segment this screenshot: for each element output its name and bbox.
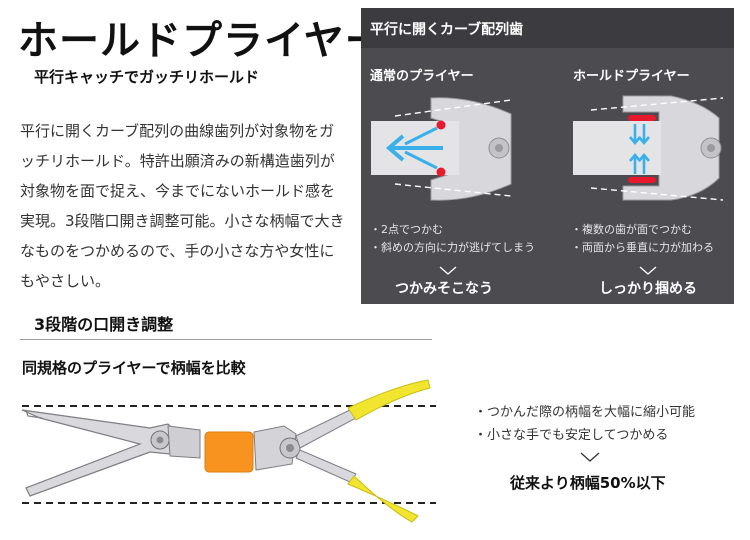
note-line: ・斜めの方向に力が逃げてしまう [370,241,535,254]
hold-pliers-illustration [573,95,724,201]
compare-title: 同規格のプライヤーで柄幅を比較 [22,359,246,377]
contact-point-icon [436,167,446,177]
normal-result: つかみそこなう [395,281,493,297]
description-line: なものをつかめるので、手の小さな方や女性に [20,242,335,260]
chevron-down-icon [580,452,600,462]
panel-header: 平行に開くカーブ配列歯 [361,8,734,48]
list-item: ・つかんだ際の柄幅を大幅に縮小可能 [474,405,696,420]
description-line: 平行に開くカーブ配列の曲線歯列が対象物をガ [20,122,335,140]
description: 平行に開くカーブ配列の曲線歯列が対象物をガ ッチリホールド。特許出願済みの新構造… [20,116,360,296]
list-item: ・小さな手でも安定してつかめる [474,428,669,443]
gripped-object [204,431,254,473]
normal-notes: ・2点でつかむ ・斜めの方向に力が逃げてしまう [370,221,535,257]
hold-pliers-label: ホールドプライヤー [573,69,690,84]
handle-grip-top [347,379,431,421]
page-subtitle: 平行キャッチでガッチリホールド [34,68,260,86]
hold-result: しっかり掴める [599,281,697,297]
description-line: 対象物を面で捉え、今までにないホールド感を [20,182,336,200]
normal-pliers-label: 通常のプライヤー [370,69,474,84]
conclusion-text: 従来より柄幅50%以下 [510,474,666,492]
pliers-comparison-photo [21,379,436,523]
section-title: 3段階の口開き調整 [34,315,174,334]
contact-point-icon [436,120,446,130]
jaw-comparison-illustration [371,95,724,201]
note-line: ・2点でつかむ [370,223,443,236]
comparison-panel: 平行に開くカーブ配列歯 通常のプライヤー ホールドプライヤー [361,8,734,304]
benefit-list: ・つかんだ際の柄幅を大幅に縮小可能 ・小さな手でも安定してつかめる [474,401,695,447]
description-line: ッチリホールド。特許出願済みの新構造歯列が [20,152,335,170]
page-title: ホールドプライヤー [18,18,386,64]
chevron-down-icon [639,266,657,275]
description-line: 実現。3段階口開き調整可能。小さな柄幅で大き [20,212,345,230]
hold-pliers-photo [253,379,431,523]
panel-header-text: 平行に開くカーブ配列歯 [370,22,524,38]
description-line: もやさしい。 [20,272,111,290]
normal-pliers-photo [21,409,201,497]
handle-grip-bottom [347,475,419,523]
note-line: ・両面から垂直に力が加わる [571,241,714,254]
note-line: ・複数の歯が面でつかむ [571,223,692,236]
section-divider [20,339,432,340]
hold-notes: ・複数の歯が面でつかむ ・両面から垂直に力が加わる [571,221,714,257]
normal-pliers-illustration [371,97,512,201]
chevron-down-icon [439,266,457,275]
